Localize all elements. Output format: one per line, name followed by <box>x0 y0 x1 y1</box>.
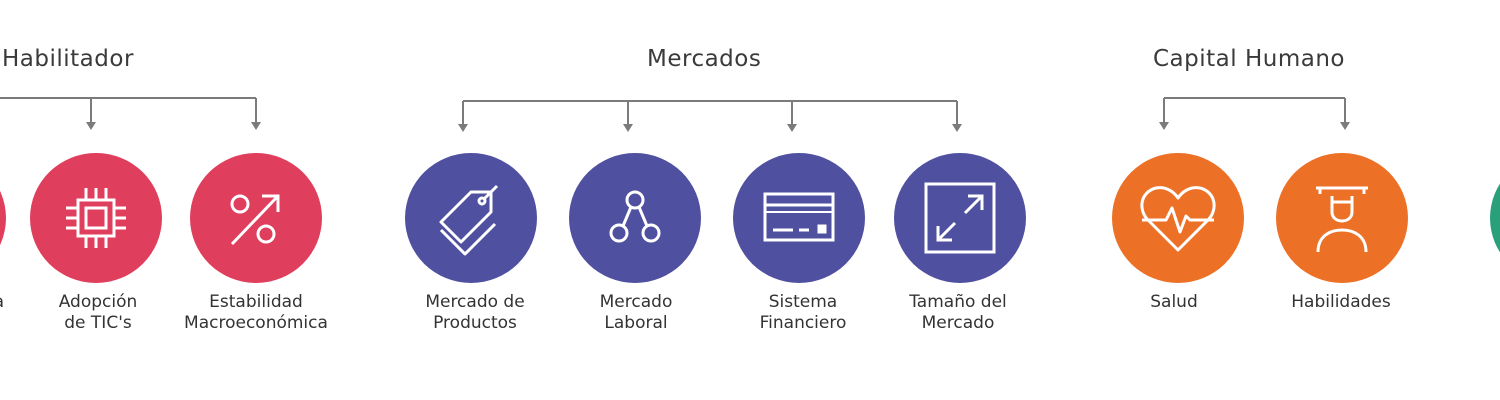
circle-mercado-productos <box>405 153 537 283</box>
expand-arrows-icon <box>924 182 996 254</box>
circle-tamano-mercado <box>894 153 1026 283</box>
label-mercado-laboral: Mercado Laboral <box>599 292 673 333</box>
circle-adopcion-tics <box>30 153 162 283</box>
group-title-mercados: Mercados <box>647 46 762 72</box>
group-title-habilitador: Habilitador <box>2 46 134 72</box>
circle-salud <box>1112 153 1244 283</box>
price-tag-icon <box>439 184 499 256</box>
label-mercado-productos: Mercado de Productos <box>425 292 525 333</box>
label-adopcion-tics: Adopción de TIC's <box>58 292 138 333</box>
circle-mercado-laboral <box>569 153 701 283</box>
arrowhead <box>952 124 962 132</box>
partial-label-left: a <box>0 292 4 313</box>
arrowhead <box>1340 122 1350 130</box>
group-title-capital-humano: Capital Humano <box>1153 46 1345 72</box>
arrowhead <box>251 122 261 130</box>
arrowhead <box>1159 122 1169 130</box>
partial-circle-left <box>0 153 6 283</box>
arrowhead <box>623 124 633 132</box>
network-nodes-icon <box>609 190 661 243</box>
label-estabilidad-macroeconomica: Estabilidad Macroeconómica <box>184 292 328 333</box>
arrowhead <box>86 122 96 130</box>
label-tamano-mercado: Tamaño del Mercado <box>909 292 1007 333</box>
capital-humano-bracket <box>1163 97 1346 123</box>
mercados-bracket <box>462 100 958 125</box>
label-salud: Salud <box>1150 292 1198 312</box>
percent-icon <box>230 194 280 246</box>
heart-pulse-icon <box>1140 186 1216 252</box>
credit-card-icon <box>763 192 835 242</box>
label-sistema-financiero: Sistema Financiero <box>759 292 847 333</box>
circle-habilidades <box>1276 153 1408 283</box>
circle-estabilidad-macroeconomica <box>190 153 322 283</box>
arrowhead <box>787 124 797 132</box>
habilitador-bracket <box>0 97 257 123</box>
graduate-icon <box>1316 186 1368 253</box>
partial-circle-right <box>1490 153 1500 283</box>
label-habilidades: Habilidades <box>1291 292 1391 312</box>
circle-sistema-financiero <box>733 153 865 283</box>
arrowhead <box>458 124 468 132</box>
chip-icon <box>66 188 126 248</box>
